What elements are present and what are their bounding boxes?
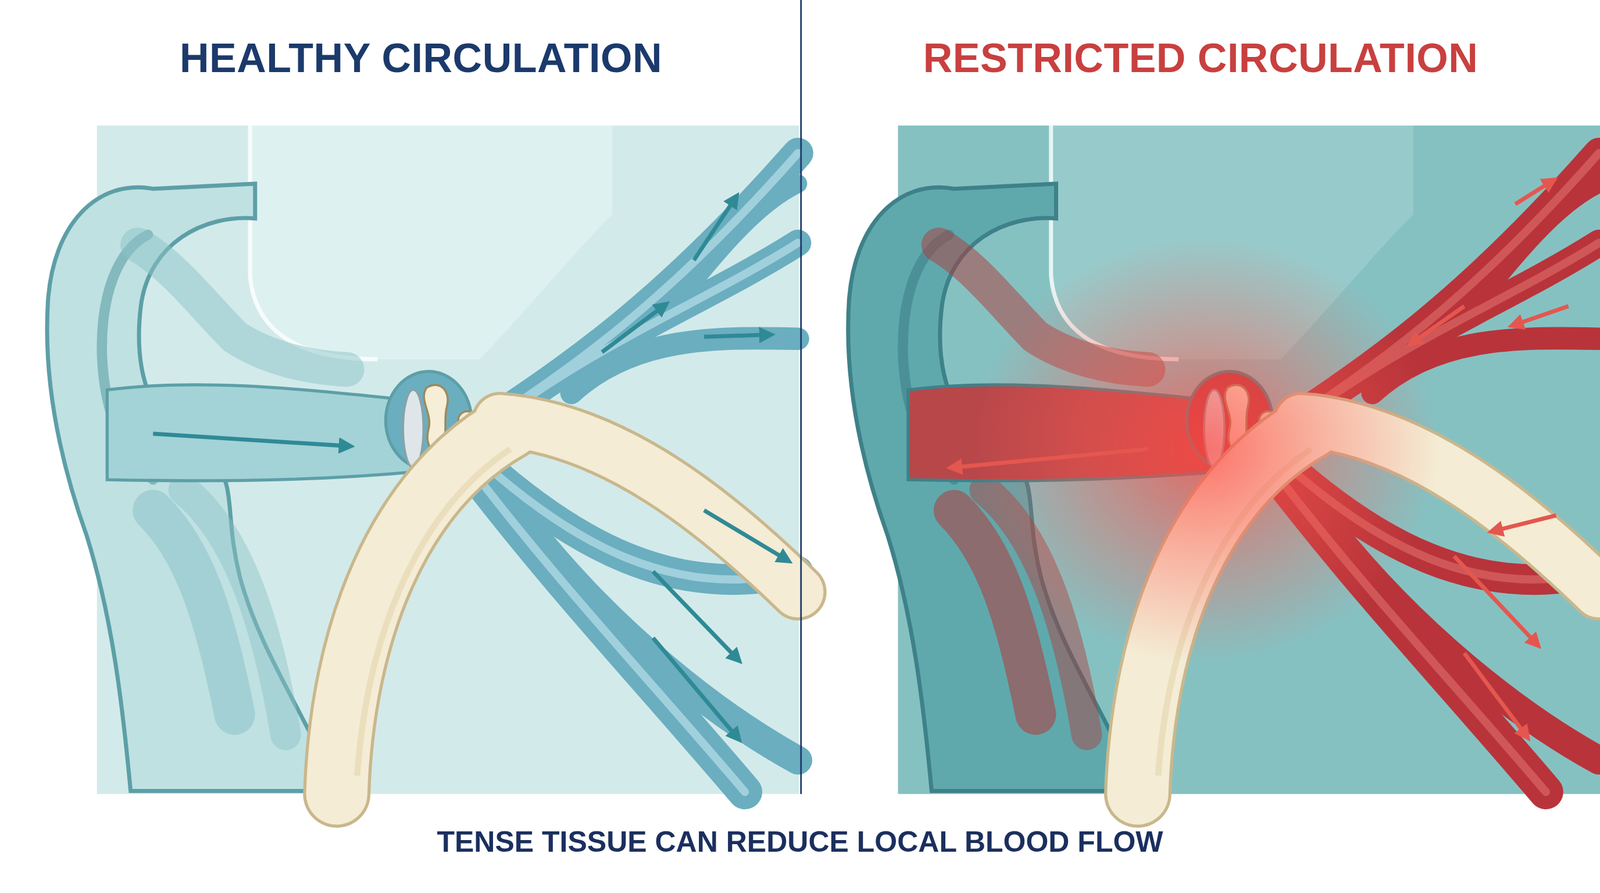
caption: TENSE TISSUE CAN REDUCE LOCAL BLOOD FLOW (0, 824, 1600, 860)
healthy-panel: HEALTHY CIRCULATION (45, 34, 796, 82)
healthy-ear (47, 125, 799, 795)
inflammation-glow (969, 234, 1439, 664)
flow-arrows (152, 198, 786, 737)
panel-heading: RESTRICTED CIRCULATION (825, 34, 1576, 82)
restricted-ear (848, 125, 1600, 795)
restricted-panel: RESTRICTED CIRCULATION (825, 34, 1576, 82)
restricted-arrows (954, 181, 1569, 735)
panel-heading: HEALTHY CIRCULATION (45, 34, 796, 82)
panel-divider (800, 0, 802, 795)
